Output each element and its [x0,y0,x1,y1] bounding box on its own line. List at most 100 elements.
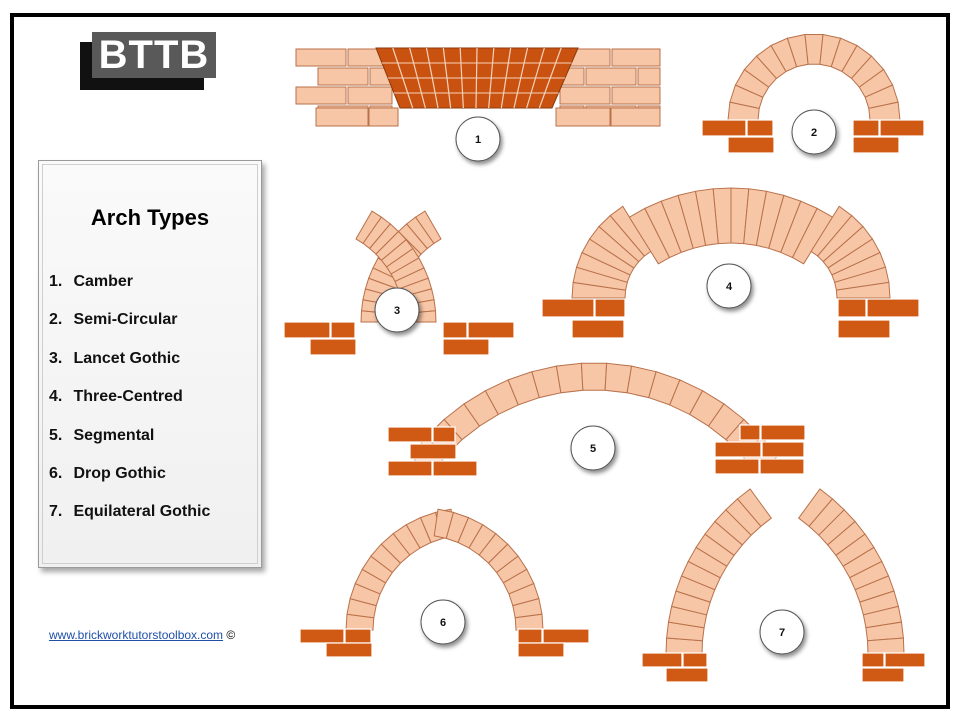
arch-number-label: 6 [440,617,446,629]
wall-brick [542,628,590,644]
arch-7-equilateral-gothic [641,488,926,683]
wall-brick [517,628,543,644]
wall-brick [861,652,885,668]
arch-1-camber [295,47,661,127]
wall-brick [866,298,920,318]
wall-brick [701,119,747,137]
arch-number-badge [374,287,420,333]
arch-2-semi-circular [701,33,925,154]
wall-brick [325,642,373,658]
legend-item-number: 3. [49,349,63,367]
legend-item-label: Equilateral Gothic [73,503,211,521]
legend-item: 7. Equilateral Gothic [49,503,210,541]
wall-brick [432,460,478,477]
wall-brick [884,652,926,668]
wall-brick-light [347,86,393,105]
wall-brick [641,652,683,668]
legend-item: 4. Three-Centred [49,388,210,426]
wall-brick [571,319,625,339]
wall-brick [309,338,357,356]
arch-5-segmental [387,362,806,477]
wall-brick [837,319,891,339]
wall-brick [283,321,331,339]
wall-brick [517,642,565,658]
arch-number-badge [420,599,466,645]
wall-brick [746,119,774,137]
arch-number-badge [706,263,752,309]
legend-item-label: Three-Centred [73,388,183,406]
voussoir [609,205,652,257]
website-link[interactable]: www.brickworktutorstoolbox.com [49,628,224,642]
wall-brick-light [611,48,661,67]
legend-item: 1. Camber [49,273,210,311]
arch-number-badge [455,116,501,162]
legend-item-label: Lancet Gothic [73,349,181,367]
wall-brick [861,667,905,683]
legend-item-label: Semi-Circular [73,311,178,329]
voussoir [414,210,442,245]
wall-brick [541,298,595,318]
wall-brick [387,460,433,477]
logo-text: BTTB [92,32,216,78]
arch-number-label: 7 [779,627,785,639]
arch-6-drop-gothic [299,508,590,658]
wall-brick-light [315,107,369,127]
voussoir [736,488,772,527]
legend-title: Arch Types [90,205,210,230]
wall-brick-light [559,86,611,105]
wall-brick [739,424,761,441]
wall-brick [852,119,880,137]
legend-item-number: 1. [49,273,63,290]
arch-number-label: 3 [394,305,400,317]
wall-brick-light [637,67,661,86]
legend-list: 1. Camber 2. Semi-Circular 3. Lancet Got… [49,273,210,542]
legend-item: 5. Segmental [49,427,210,465]
wall-brick-light [610,107,661,127]
legend-item-label: Drop Gothic [73,464,166,482]
wall-brick [665,667,709,683]
arch-number-label: 5 [590,443,596,455]
arch-3-lancet-gothic [283,210,515,356]
wall-brick [852,136,900,154]
voussoir [580,362,608,391]
arch-number-label: 1 [475,134,481,146]
wall-brick [442,338,490,356]
legend-item: 2. Semi-Circular [49,311,210,349]
arch-types-legend: Arch Types 1. Camber 2. Semi-Circular 3.… [38,160,262,568]
legend-item: 6. Drop Gothic [49,465,210,503]
legend-item-label: Segmental [73,426,155,444]
wall-brick [761,441,805,458]
wall-brick [760,424,806,441]
wall-brick [409,443,457,460]
arch-4-three-centred [541,187,920,339]
bttb-logo: BTTB [80,32,216,90]
wall-brick [594,298,626,318]
wall-brick-light [585,67,637,86]
legend-item: 3. Lancet Gothic [49,350,210,388]
wall-brick [432,426,456,443]
wall-brick [714,458,760,475]
legend-item-number: 5. [49,426,63,444]
wall-brick [467,321,515,339]
voussoir [555,362,584,394]
wall-brick [727,136,775,154]
copyright-symbol: © [226,628,236,642]
arch-number-badge [791,109,837,155]
legend-inner-border [42,164,258,564]
wall-brick [299,628,345,644]
arch-number-badge [759,609,805,655]
wall-brick [759,458,805,475]
wall-brick-light [295,48,347,67]
voussoir [835,281,891,299]
legend-item-number: 7. [49,503,63,521]
wall-brick [837,298,867,318]
wall-brick-light [555,107,611,127]
legend-item-number: 4. [49,388,63,406]
arch-number-label: 2 [811,127,817,139]
wall-brick [714,441,762,458]
legend-item-number: 2. [49,311,63,329]
wall-brick [387,426,433,443]
wall-brick [442,321,468,339]
wall-brick [682,652,708,668]
